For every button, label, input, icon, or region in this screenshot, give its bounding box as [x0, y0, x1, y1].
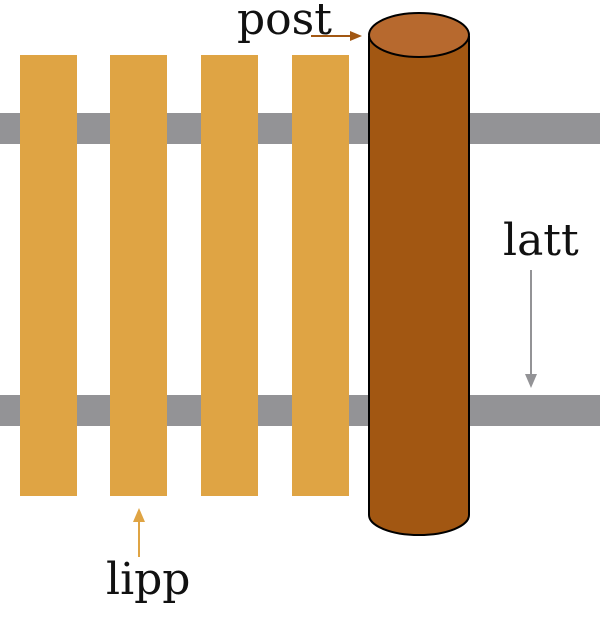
pickets [20, 55, 349, 496]
post-top [368, 12, 470, 58]
label-post: post [237, 0, 332, 45]
post-arrow-head [350, 31, 362, 41]
picket-1 [20, 55, 77, 496]
latt-arrow-head [525, 374, 537, 388]
picket-2 [110, 55, 167, 496]
post [368, 12, 470, 536]
post-callout: post [237, 0, 362, 45]
picket-3 [201, 55, 258, 496]
lipp-arrow-head [133, 508, 145, 522]
lipp-callout: lipp [106, 508, 190, 605]
post-body [368, 36, 470, 536]
latt-callout: latt [503, 215, 579, 388]
picket-4 [292, 55, 349, 496]
label-latt: latt [503, 215, 579, 266]
label-lipp: lipp [106, 554, 190, 605]
